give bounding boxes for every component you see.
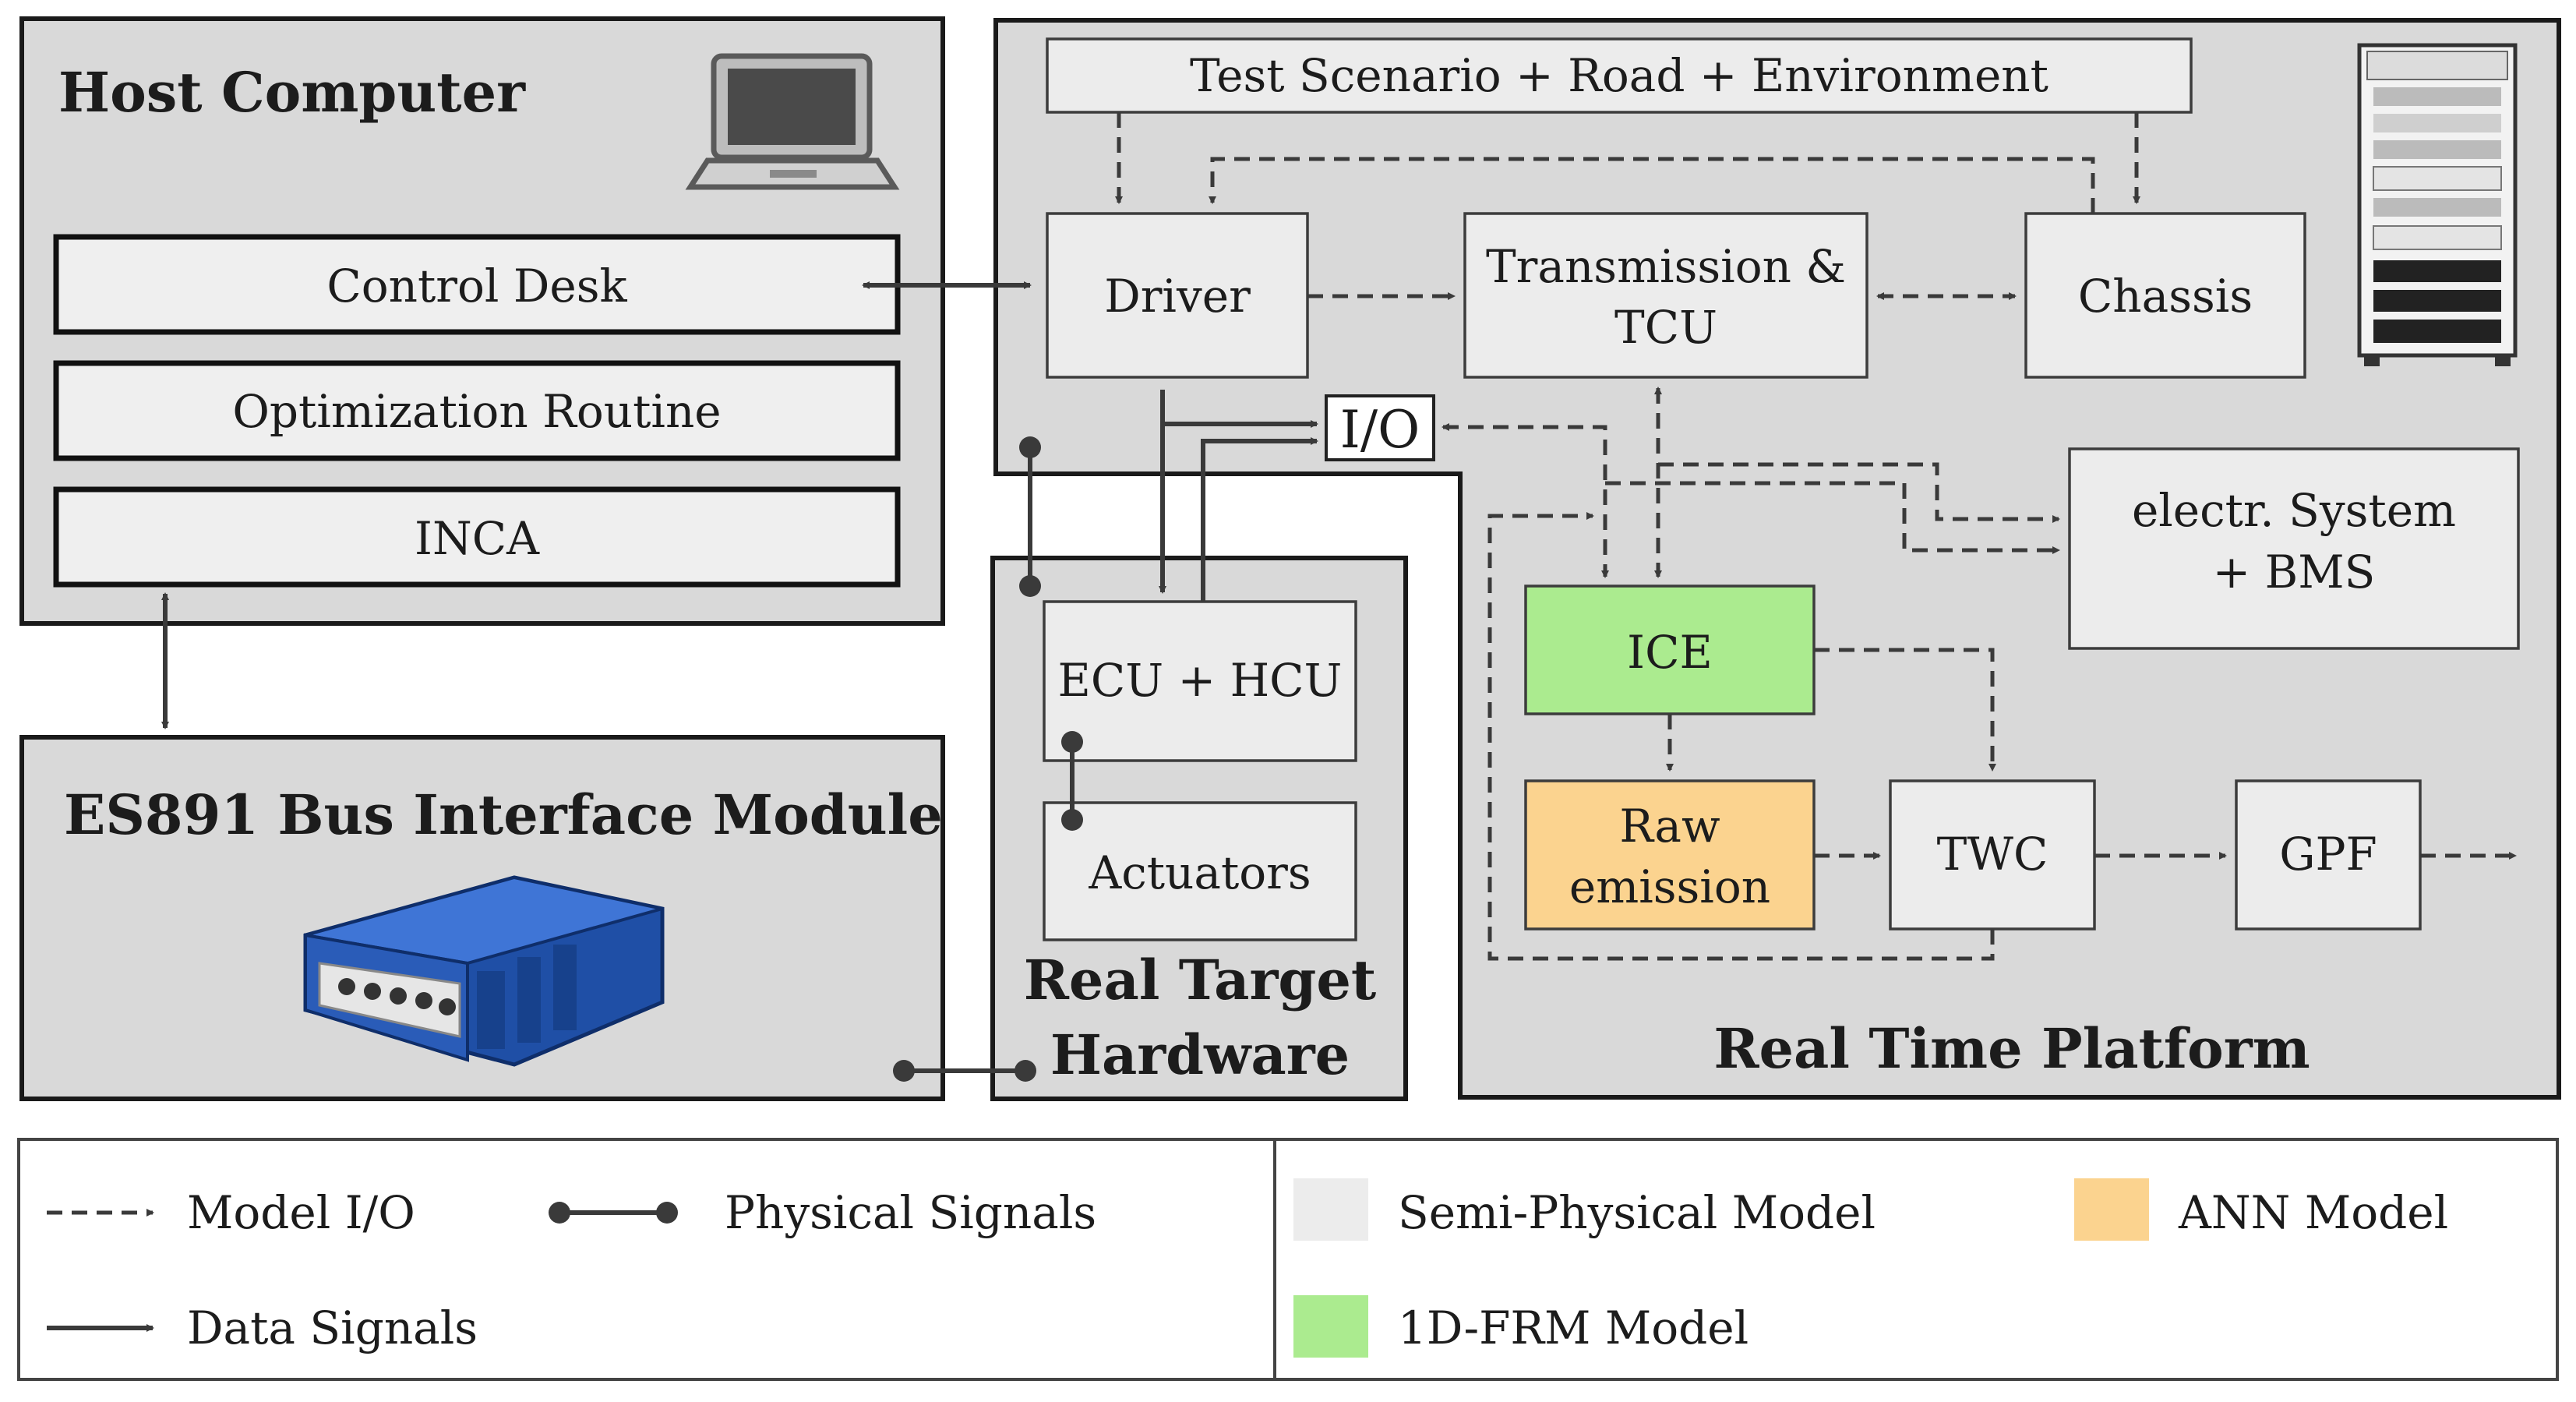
io-box[interactable]: I/O (1325, 394, 1435, 461)
physical-signal-host-rt (1019, 436, 1041, 597)
legend-ann: ANN Model (2074, 1178, 2448, 1241)
control-desk-box[interactable]: Control Desk (53, 234, 901, 335)
transmission-label-line1: Transmission & (1486, 240, 1846, 293)
connectors (161, 112, 2517, 1082)
host-computer-panel: Host Computer Control Desk Optimization … (19, 16, 945, 626)
legend-model-io: Model I/O (47, 1186, 415, 1239)
laptop-icon (685, 53, 900, 190)
ecu-hcu-label: ECU + HCU (1058, 654, 1343, 707)
actuators-label: Actuators (1088, 846, 1311, 899)
electr-system-box[interactable]: electr. System + BMS (2068, 447, 2520, 650)
chassis-box[interactable]: Chassis (2024, 212, 2306, 379)
electr-system-label-line1: electr. System (2132, 484, 2456, 537)
twc-label: TWC (1937, 828, 2048, 881)
legend-data-signals: Data Signals (47, 1301, 478, 1354)
io-label: I/O (1340, 400, 1420, 460)
legend-physical-signals-label: Physical Signals (725, 1186, 1096, 1239)
ice-electr-link-1 (1658, 462, 2060, 523)
raw-emission-box[interactable]: Raw emission (1524, 779, 1816, 931)
gpf-label: GPF (2279, 828, 2377, 881)
legend-semi-physical: Semi-Physical Model (1293, 1178, 1876, 1241)
twc-feedback-loop (1487, 512, 1995, 961)
transmission-label-line2: TCU (1614, 301, 1717, 354)
raw-emission-label-line2: emission (1569, 860, 1770, 913)
optimization-routine-box[interactable]: Optimization Routine (53, 360, 901, 461)
transmission-box[interactable]: Transmission & TCU (1463, 212, 1868, 379)
es891-device-icon (303, 875, 665, 1067)
legend-frm-label: 1D-FRM Model (1398, 1301, 1749, 1354)
legend-model-io-label: Model I/O (187, 1186, 415, 1239)
real-time-platform-title: Real Time Platform (1713, 1016, 2310, 1081)
physical-signal-es891-rt (893, 1060, 1036, 1082)
legend-frm: 1D-FRM Model (1293, 1295, 1749, 1358)
real-target-title-line2: Hardware (1050, 1022, 1350, 1087)
driver-label: Driver (1104, 270, 1251, 323)
inca-box[interactable]: INCA (53, 486, 901, 588)
twc-box[interactable]: TWC (1889, 779, 2096, 931)
optimization-routine-label: Optimization Routine (232, 385, 721, 438)
legend-data-signals-label: Data Signals (187, 1301, 478, 1354)
ice-box[interactable]: ICE (1524, 584, 1816, 715)
real-target-title-line1: Real Target (1024, 948, 1376, 1012)
actuators-box[interactable]: Actuators (1043, 801, 1357, 941)
test-scenario-box[interactable]: Test Scenario + Road + Environment (1046, 37, 2193, 114)
ice-label: ICE (1627, 626, 1713, 679)
real-target-panel: ECU + HCU Actuators Real Target Hardware (990, 556, 1408, 1101)
ecu-hcu-box[interactable]: ECU + HCU (1043, 600, 1357, 762)
real-time-platform-panel: Real Time Platform Test Scenario + Road … (993, 18, 2561, 1100)
ice-electr-link-2 (1605, 481, 2060, 554)
legend: Model I/O Physical Signals Data Signals … (17, 1138, 2559, 1381)
raw-emission-label-line1: Raw (1619, 800, 1720, 853)
chassis-driver-link (1209, 157, 2095, 214)
chassis-label: Chassis (2078, 270, 2253, 323)
bus-interface-title: ES891 Bus Interface Module (64, 782, 943, 847)
ecu-io-link (1201, 437, 1318, 602)
legend-semi-physical-label: Semi-Physical Model (1398, 1186, 1876, 1239)
control-desk-label: Control Desk (326, 260, 627, 313)
test-scenario-label: Test Scenario + Road + Environment (1190, 49, 2048, 102)
physical-signal-ecu-actuators (1061, 731, 1083, 831)
electr-system-label-line2: + BMS (2213, 546, 2376, 599)
inca-label: INCA (415, 512, 540, 565)
legend-physical-signals: Physical Signals (549, 1186, 1096, 1239)
ice-twc-link (1814, 648, 1996, 772)
io-ice-link (1442, 423, 1609, 578)
hil-rack-icon (2357, 43, 2518, 366)
host-computer-title: Host Computer (58, 60, 526, 125)
bus-interface-panel: ES891 Bus Interface Module (19, 735, 945, 1101)
driver-box[interactable]: Driver (1046, 212, 1309, 379)
legend-ann-label: ANN Model (2178, 1186, 2448, 1239)
gpf-box[interactable]: GPF (2235, 779, 2422, 931)
